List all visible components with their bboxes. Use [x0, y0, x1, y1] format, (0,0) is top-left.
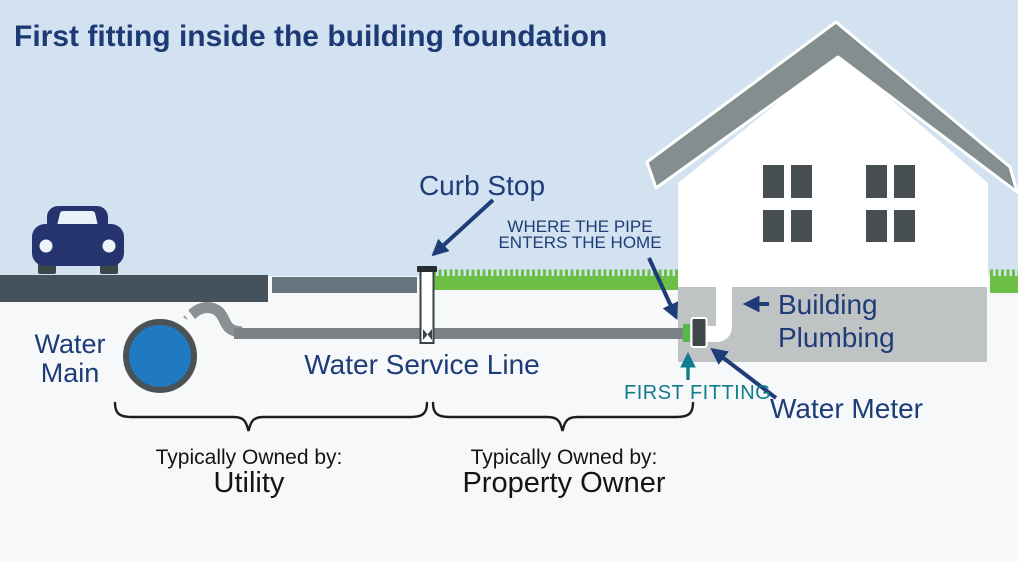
grass-strip-right	[990, 269, 1018, 293]
property-owner-ownership-brace	[431, 401, 695, 432]
sidewalk	[272, 277, 417, 293]
pipe-entry-arrow	[647, 257, 679, 321]
first-fitting-label: FIRST FITTING	[624, 382, 772, 404]
house-roof	[645, 20, 1018, 194]
utility-ownership-intro: Typically Owned by:	[155, 446, 343, 469]
water-meter-label: Water Meter	[770, 393, 923, 424]
water-service-line-label: Water Service Line	[304, 349, 540, 380]
pipe-entry-label: WHERE THE PIPE ENTERS THE HOME	[498, 217, 662, 252]
water-main-line2: Main	[40, 358, 100, 388]
building-plumbing-label: Building Plumbing	[778, 288, 895, 354]
car-icon	[32, 206, 124, 274]
utility-ownership-owner: Utility	[213, 467, 285, 499]
grass-strip-yard	[433, 269, 678, 290]
property-owner-ownership-intro: Typically Owned by:	[470, 446, 658, 469]
curb-stop-arrow	[431, 198, 495, 257]
curb-stop-valve-icon	[417, 266, 437, 344]
house-wall	[678, 54, 988, 290]
utility-ownership-label: Typically Owned by: Utility	[156, 447, 343, 498]
water-meter-arrow	[710, 347, 778, 400]
pipe-entry-line1: WHERE THE PIPE	[507, 217, 653, 236]
house-icon	[645, 20, 1018, 290]
building-plumbing-line2: Plumbing	[778, 322, 895, 353]
water-main-label: Water Main	[34, 330, 105, 388]
building-plumbing-line1: Building	[778, 289, 878, 320]
water-main-line1: Water	[34, 329, 106, 359]
water-main-pipe-icon	[123, 302, 243, 393]
page-title: First fitting inside the building founda…	[14, 20, 608, 53]
property-owner-ownership-owner: Property Owner	[462, 467, 666, 499]
curb-stop-label: Curb Stop	[418, 170, 546, 201]
property-owner-ownership-label: Typically Owned by: Property Owner	[462, 447, 665, 498]
water-service-line-pipe	[234, 328, 684, 339]
building-plumbing-pipe-icon	[706, 287, 732, 342]
utility-ownership-brace	[113, 401, 429, 432]
water-meter-icon	[690, 317, 708, 348]
road	[0, 275, 268, 302]
pipe-entry-line2: ENTERS THE HOME	[498, 233, 662, 252]
first-fitting-icon	[683, 324, 690, 342]
house-windows	[763, 165, 915, 242]
